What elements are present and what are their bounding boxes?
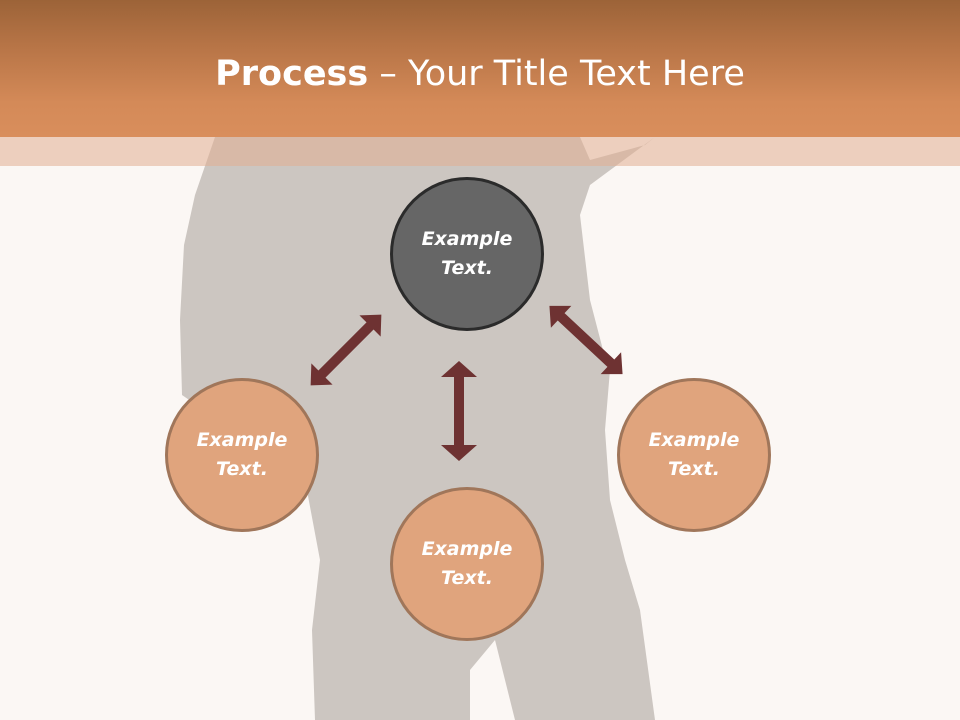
double-arrow-up-right	[549, 305, 623, 375]
central-circle-line-1: Example	[421, 228, 513, 250]
left-process-circle: Example Text.	[165, 378, 319, 532]
bottom-circle-line-1: Example	[421, 538, 513, 560]
slide-title: Process – Your Title Text Here	[0, 50, 960, 98]
double-arrow-vertical	[441, 361, 477, 461]
bottom-process-circle: Example Text.	[390, 487, 544, 641]
title-rest: – Your Title Text Here	[368, 54, 745, 94]
central-circle-line-2: Text.	[441, 257, 493, 279]
central-process-circle: Example Text.	[390, 177, 544, 331]
title-bold: Process	[215, 54, 369, 94]
left-circle-line-2: Text.	[216, 458, 268, 480]
right-circle-line-1: Example	[648, 429, 740, 451]
right-circle-line-2: Text.	[668, 458, 720, 480]
title-bar	[0, 0, 960, 137]
left-circle-line-1: Example	[196, 429, 288, 451]
double-arrow-up-left	[310, 314, 382, 386]
right-process-circle: Example Text.	[617, 378, 771, 532]
title-bar-band	[0, 137, 960, 166]
bottom-circle-line-2: Text.	[441, 567, 493, 589]
